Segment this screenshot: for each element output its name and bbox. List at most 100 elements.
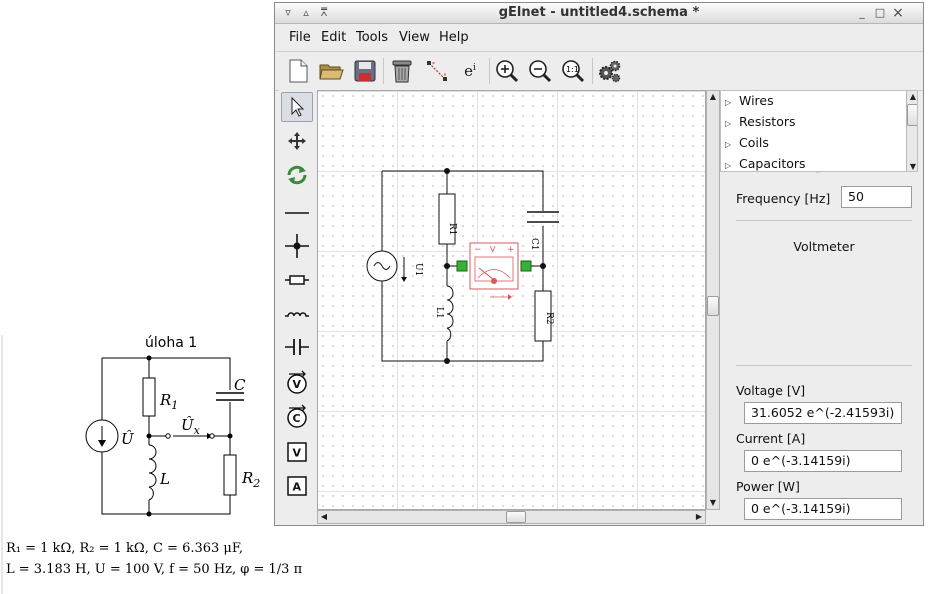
terminal-right[interactable] (520, 260, 532, 272)
schematic-canvas[interactable]: R1 C1 R2 L1 (318, 91, 705, 509)
voltmeter-tool[interactable]: V (281, 437, 313, 467)
delete-button[interactable] (387, 56, 417, 86)
zoom-out-icon (529, 60, 552, 83)
expand-triangle-icon[interactable]: ▷ (725, 161, 732, 170)
capacitor-tool[interactable] (281, 332, 313, 362)
new-file-button[interactable] (283, 56, 313, 86)
scroll-left-arrow-icon[interactable]: ◀ (320, 512, 328, 521)
expand-triangle-icon[interactable]: ▷ (725, 140, 732, 149)
svg-text:L1: L1 (434, 307, 444, 319)
voltage-output[interactable]: 31.6052 e^(-2.41593i) (744, 402, 902, 424)
menu-help[interactable]: Help (439, 30, 469, 45)
resistor-tool[interactable] (281, 265, 313, 295)
svg-text:−: − (474, 245, 482, 255)
textbook-ux-label: Ûx (181, 416, 201, 437)
menu-view[interactable]: View (399, 30, 430, 45)
tree-item-capacitors[interactable]: ▷Capacitors (725, 154, 806, 171)
power-label: Power [W] (736, 479, 800, 494)
exponential-form-button[interactable]: ei (455, 56, 485, 86)
minimize-button[interactable]: _ (859, 6, 865, 19)
properties-panel: ▷Wires ▷Resistors ▷Coils ▷Capacitors ▲ ▼… (720, 90, 923, 525)
power-output[interactable]: 0 e^(-3.14159i) (744, 498, 902, 520)
tree-scroll-thumb[interactable] (907, 104, 917, 126)
current-label: Current [A] (736, 431, 806, 446)
svg-text:V: V (293, 378, 302, 391)
shade-double-icon[interactable]: ⩞ (320, 6, 328, 19)
terminal-left[interactable] (456, 260, 468, 272)
capacitor-icon (285, 339, 309, 355)
toolbar-separator (489, 58, 490, 84)
tree-item-coils[interactable]: ▷Coils (725, 133, 769, 153)
scroll-right-arrow-icon[interactable]: ▶ (695, 512, 703, 521)
voltage-source-tool[interactable]: V (281, 368, 313, 398)
tree-item-resistors[interactable]: ▷Resistors (725, 112, 796, 132)
component-palette: V C V A (279, 90, 317, 510)
capacitor-c1[interactable]: C1 (527, 211, 559, 251)
component-tree[interactable]: ▷Wires ▷Resistors ▷Coils ▷Capacitors ▲ ▼ (720, 90, 918, 172)
ammeter-tool[interactable]: A (281, 471, 313, 501)
menu-bar: File Edit Tools View Help (275, 24, 923, 50)
tree-item-wires[interactable]: ▷Wires (725, 91, 774, 111)
expand-triangle-icon[interactable]: ▷ (725, 119, 732, 128)
resistor-r2[interactable]: R2 (534, 290, 554, 342)
menu-tools[interactable]: Tools (356, 30, 389, 45)
schematic-canvas-area[interactable]: R1 C1 R2 L1 (317, 90, 706, 510)
vertical-scroll-thumb[interactable] (707, 296, 719, 316)
move-tool[interactable] (281, 126, 313, 156)
textbook-c-label: C (234, 376, 246, 394)
resistor-r1[interactable]: R1 (438, 193, 457, 245)
tree-scrollbar[interactable]: ▲ ▼ (906, 91, 917, 171)
separator (736, 365, 912, 366)
open-folder-icon (319, 64, 344, 80)
canvas-horizontal-scrollbar[interactable]: ◀ ▶ (317, 510, 706, 524)
menu-file[interactable]: File (289, 30, 311, 45)
wire-connect-button[interactable] (422, 56, 452, 86)
junction-icon (285, 234, 309, 258)
menu-edit[interactable]: Edit (321, 30, 347, 45)
svg-text:U1: U1 (413, 263, 423, 276)
current-output[interactable]: 0 e^(-3.14159i) (744, 450, 902, 472)
open-button[interactable] (316, 56, 346, 86)
title-bar[interactable]: ▿ ▵ ⩞ gElnet - untitled4.schema * _ □ × (275, 3, 923, 24)
current-source-icon: C (287, 404, 307, 428)
settings-button[interactable] (595, 56, 625, 86)
junction-tool[interactable] (281, 231, 313, 261)
zoom-in-button[interactable] (492, 56, 522, 86)
tree-scroll-down-icon[interactable]: ▼ (909, 162, 917, 171)
menu-arrow-icon[interactable]: ▿ (285, 6, 291, 19)
scroll-down-arrow-icon[interactable]: ▼ (709, 498, 717, 507)
maximize-button[interactable]: □ (874, 6, 886, 19)
voltmeter-icon: V (287, 442, 307, 462)
move-arrows-icon (288, 132, 306, 150)
canvas-vertical-scrollbar[interactable]: ▲ ▼ (706, 90, 720, 510)
horizontal-scroll-thumb[interactable] (506, 511, 526, 523)
close-button[interactable]: × (892, 5, 904, 21)
trash-icon (392, 60, 412, 83)
voltage-source-icon: V (287, 370, 307, 394)
svg-text:C1: C1 (529, 238, 539, 251)
select-tool[interactable] (281, 92, 313, 122)
textbook-u-label: Û (121, 430, 135, 448)
tree-scroll-up-icon[interactable]: ▲ (909, 92, 917, 101)
pane-grip-icon[interactable]: ┈ (816, 170, 820, 177)
svg-text:R2: R2 (544, 312, 554, 325)
scroll-up-arrow-icon[interactable]: ▲ (709, 92, 717, 101)
coil-l1[interactable]: L1 (434, 285, 454, 342)
coil-tool[interactable] (281, 298, 313, 328)
zoom-out-button[interactable] (525, 56, 555, 86)
svg-text:+: + (507, 245, 515, 255)
current-source-tool[interactable]: C (281, 402, 313, 432)
zoom-fit-button[interactable]: 1:1 (558, 56, 588, 86)
separator (736, 220, 912, 221)
svg-text:V: V (490, 245, 496, 254)
expand-triangle-icon[interactable]: ▷ (725, 98, 732, 107)
voltmeter-component[interactable]: − V + (469, 242, 519, 300)
frequency-label: Frequency [Hz] (736, 191, 831, 206)
voltage-source-u1[interactable]: U1 (366, 250, 423, 282)
shade-up-icon[interactable]: ▵ (303, 6, 309, 19)
frequency-input[interactable]: 50 (841, 186, 912, 208)
rotate-tool[interactable] (281, 160, 313, 190)
gelnet-window: ▿ ▵ ⩞ gElnet - untitled4.schema * _ □ × … (274, 2, 924, 526)
save-button[interactable] (350, 56, 380, 86)
wire-tool[interactable] (281, 198, 313, 228)
